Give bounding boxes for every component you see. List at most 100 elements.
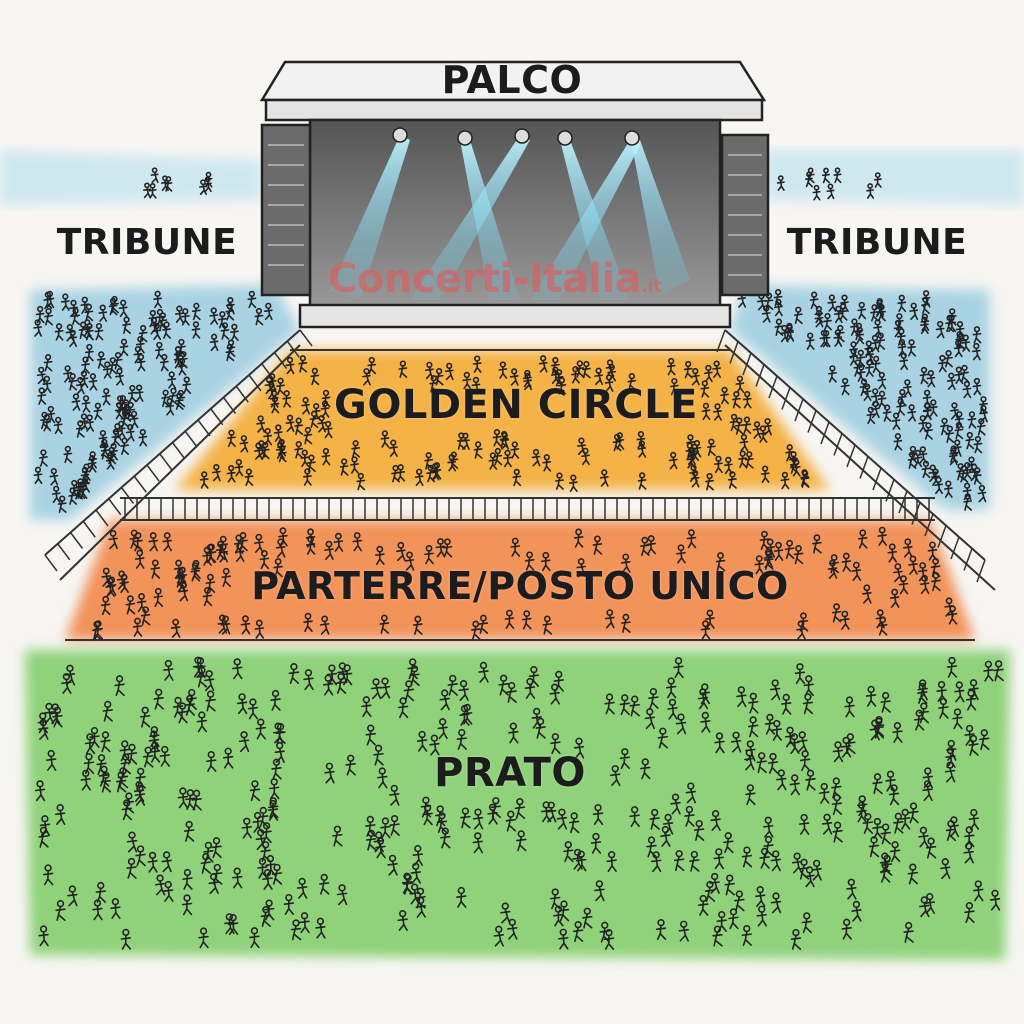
crowd-figure <box>713 403 722 421</box>
crowd-figure <box>851 561 862 581</box>
crowd-figure <box>126 857 137 879</box>
crowd-figure <box>604 693 615 715</box>
crowd-figure <box>823 312 832 331</box>
crowd-figure <box>846 878 857 900</box>
crowd-figure <box>472 832 483 854</box>
crowd-figure <box>832 821 843 843</box>
crowd-figure <box>831 777 842 799</box>
crowd-figure <box>866 183 875 199</box>
crowd-figure <box>396 464 406 482</box>
crowd-figure <box>36 366 46 385</box>
crowd-figure <box>763 548 774 568</box>
crowd-figure <box>218 535 229 555</box>
crowd-figure <box>227 914 239 936</box>
zone-prato[interactable] <box>25 650 1010 960</box>
crowd-figure <box>972 377 982 396</box>
crowd-figure <box>310 367 320 386</box>
crowd-figure <box>303 612 313 632</box>
crowd-figure <box>705 473 714 491</box>
crowd-figure <box>351 440 361 458</box>
crowd-figure <box>773 541 784 561</box>
crowd-figure <box>927 541 938 561</box>
crowd-figure <box>290 919 302 941</box>
crowd-figure <box>756 752 767 774</box>
crowd-figure <box>557 377 567 395</box>
crowd-figure <box>273 424 283 442</box>
crowd-figure <box>424 361 434 380</box>
crowd-figure <box>913 709 925 731</box>
crowd-figure <box>169 387 178 406</box>
crowd-figure <box>123 792 135 814</box>
crowd-figure <box>108 529 118 550</box>
crowd-figure <box>34 780 46 802</box>
crowd-figure <box>161 851 172 873</box>
crowd-figure <box>603 929 615 950</box>
crowd-figure <box>161 389 171 408</box>
crowd-figure <box>43 291 53 310</box>
crowd-figure <box>594 367 603 386</box>
crowd-figure <box>853 359 863 377</box>
crowd-figure <box>135 767 146 789</box>
crowd-figure <box>100 771 112 793</box>
crowd-figure <box>521 610 532 630</box>
crowd-figure <box>83 753 95 775</box>
crowd-figure <box>599 469 609 487</box>
crowd-figure <box>940 417 949 436</box>
crowd-figure <box>648 687 659 709</box>
crowd-figure <box>162 532 173 552</box>
crowd-figure <box>271 863 283 885</box>
crowd-figure <box>492 429 502 447</box>
zone-golden-circle[interactable] <box>175 350 830 490</box>
crowd-figure <box>968 808 980 830</box>
crowd-figure <box>93 402 103 421</box>
stage-structure[interactable] <box>259 60 770 329</box>
crowd-figure <box>134 549 145 569</box>
crowd-figure <box>889 588 900 608</box>
crowd-figure <box>256 415 266 433</box>
crowd-figure <box>447 674 458 696</box>
crowd-figure <box>724 874 735 896</box>
crowd-figure <box>108 297 118 316</box>
crowd-figure <box>442 538 453 558</box>
crowd-figure <box>862 812 874 834</box>
crowd-figure <box>747 716 759 738</box>
crowd-figure <box>676 544 686 564</box>
crowd-figure <box>191 321 201 339</box>
crowd-figure <box>296 877 308 899</box>
crowd-figure <box>64 664 76 686</box>
crowd-figure <box>225 303 235 321</box>
crowd-figure <box>962 482 972 501</box>
crowd-figure <box>177 338 186 357</box>
crowd-figure <box>964 902 975 923</box>
crowd-figure <box>744 451 754 469</box>
parterre-label: PARTERRE/POSTO UNICO <box>251 564 789 608</box>
crowd-figure <box>512 468 522 487</box>
crowd-figure <box>550 356 560 375</box>
crowd-figure <box>429 375 439 393</box>
crowd-figure <box>731 390 741 409</box>
crowd-figure <box>921 296 930 315</box>
crowd-figure <box>967 411 977 429</box>
crowd-figure <box>462 371 472 390</box>
crowd-figure <box>605 359 615 377</box>
crowd-figure <box>105 577 115 597</box>
crowd-figure <box>582 907 593 929</box>
crowd-figure <box>892 721 903 743</box>
crowd-figure <box>606 851 617 873</box>
crowd-figure <box>568 474 578 492</box>
crowd-figure <box>821 329 831 348</box>
crowd-figure <box>143 182 151 199</box>
crowd-figure <box>270 689 281 711</box>
crowd-figure <box>471 376 481 395</box>
crowd-figure <box>269 778 280 800</box>
crowd-figure <box>424 452 434 470</box>
crowd-figure <box>799 750 811 772</box>
crowd-figure <box>276 377 285 396</box>
crowd-figure <box>640 758 651 780</box>
crowd-figure <box>889 841 901 863</box>
crowd-figure <box>401 872 413 894</box>
crowd-figure <box>979 729 990 751</box>
crowd-figure <box>524 551 535 571</box>
zone-parterre[interactable] <box>65 520 975 640</box>
crowd-figure <box>456 728 467 750</box>
